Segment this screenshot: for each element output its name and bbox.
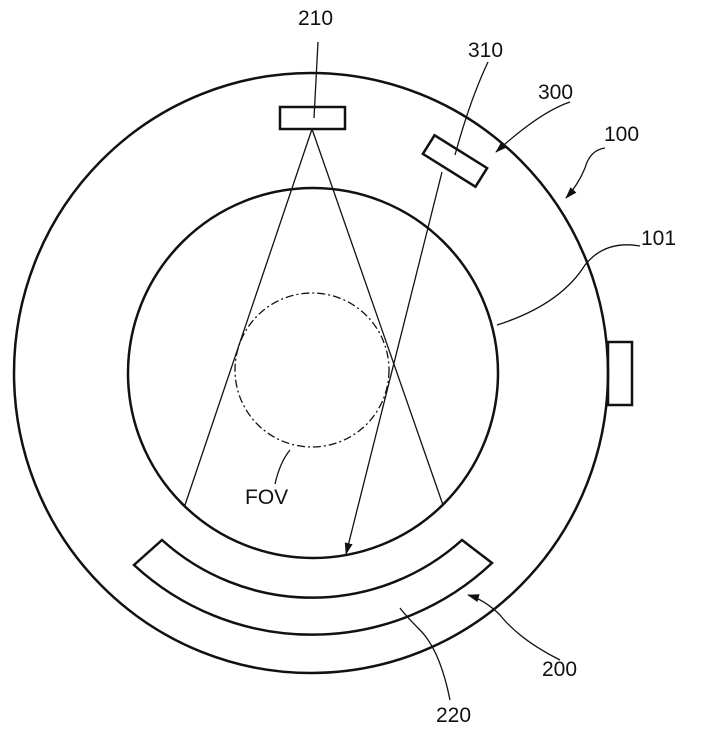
beam-right	[311, 128, 444, 506]
leader-100	[565, 147, 606, 199]
label-101: 101	[641, 227, 677, 250]
label-220: 220	[436, 704, 472, 727]
label-fov: FOV	[245, 486, 289, 509]
leader-300	[495, 101, 571, 153]
source-210	[278, 105, 347, 131]
gantry-outer-circle	[12, 71, 610, 675]
leader-310	[454, 61, 489, 156]
label-300: 300	[538, 81, 574, 104]
label-210: 210	[298, 7, 334, 30]
sensor-310	[421, 133, 489, 189]
leader-200	[467, 594, 561, 661]
fov-circle	[234, 292, 390, 448]
label-310: 310	[468, 39, 504, 62]
label-100: 100	[604, 123, 640, 146]
leader-220	[399, 607, 451, 701]
bore-inner-circle	[126, 186, 500, 560]
side-component	[606, 340, 634, 407]
leader-210	[313, 41, 319, 119]
detector-arc-220	[132, 538, 494, 636]
label-200: 200	[542, 658, 578, 681]
leader-101	[496, 244, 641, 326]
sensor-beam-arrow	[344, 171, 443, 555]
beam-left	[184, 128, 313, 506]
leader-fov	[274, 449, 291, 485]
